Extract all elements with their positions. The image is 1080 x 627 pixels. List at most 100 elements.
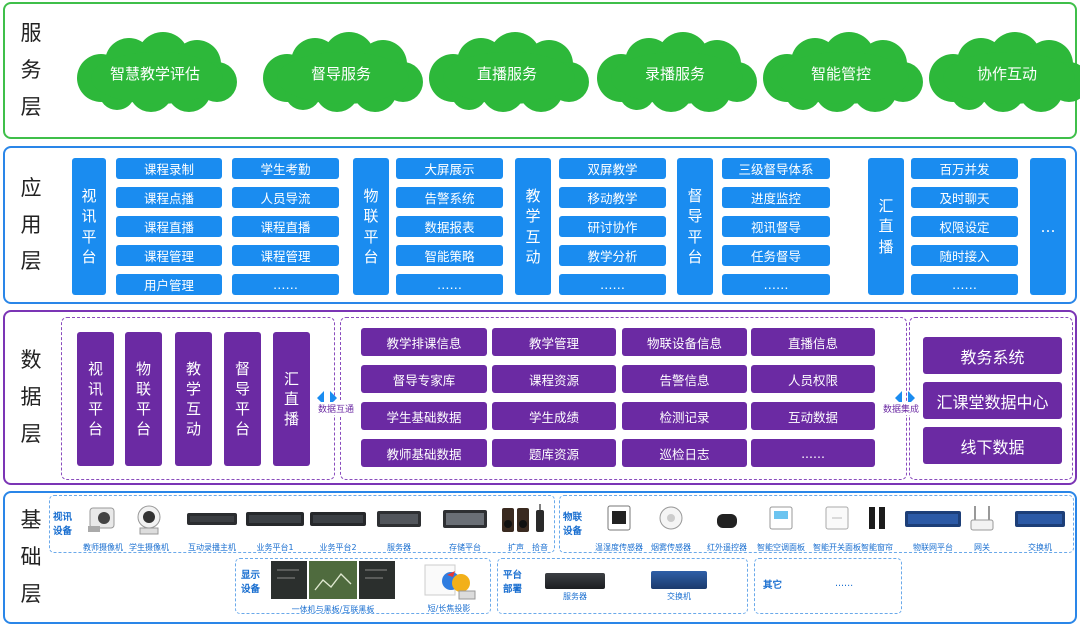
title-char: 台 [687, 247, 703, 266]
cloud-shape [77, 32, 237, 112]
app-feature-item: …… [722, 274, 830, 295]
service-cloud: 智能管控 [757, 32, 925, 114]
data-item: 物联设备信息 [622, 328, 747, 356]
ptz-camera-icon [132, 502, 166, 540]
cloud-label: 智慧教学评估 [109, 64, 200, 83]
app-feature-item: 课程直播 [232, 216, 339, 237]
camera-icon [86, 502, 120, 540]
heading-line: 物联 [563, 512, 583, 523]
device-caption: 拾音 [532, 543, 548, 552]
platform-char: 视 [87, 359, 103, 378]
title-char: 动 [525, 247, 541, 266]
app-feature-item: 移动教学 [559, 187, 666, 208]
app-feature-item: 随时接入 [911, 245, 1018, 266]
service-layer-label: 服 务 层 [5, 4, 57, 137]
title-char: 平 [81, 227, 97, 246]
data-item: 互动数据 [751, 402, 875, 430]
platform-char: 台 [135, 420, 151, 439]
display-devices-group [235, 558, 491, 614]
application-layer: 应 用 层 视讯平台课程录制课程点播课程直播课程管理用户管理学生考勤人员导流课程… [3, 146, 1077, 304]
platform-char: 台 [234, 420, 250, 439]
title-char: 平 [687, 227, 703, 246]
platform-char: 动 [185, 420, 201, 439]
data-item: ...... [751, 439, 875, 467]
other-group [754, 558, 902, 614]
cloud-label: 协作互动 [976, 64, 1037, 83]
device: 交换机 [1015, 502, 1065, 553]
other-heading: 其它 [763, 580, 783, 591]
cloud-shape [597, 32, 757, 112]
platform-char: 教 [185, 359, 201, 378]
cloud-shape [263, 32, 423, 112]
double-arrow-icon [895, 391, 915, 405]
microphone-icon [532, 502, 548, 540]
data-item: 人员权限 [751, 365, 875, 393]
curtain-motor-icon [862, 502, 892, 540]
server-icon [377, 502, 421, 540]
switch-icon [1015, 502, 1065, 540]
data-item: 课程资源 [492, 365, 616, 393]
device: 存储平台 [443, 502, 487, 553]
device-caption: 业务平台2 [319, 543, 357, 552]
label-char: 基 [20, 508, 42, 533]
switch-icon [651, 571, 707, 589]
platform-char: 物 [135, 359, 151, 378]
app-feature-item: 课程直播 [116, 216, 222, 237]
platform-char: 平 [87, 400, 103, 418]
app-platform-title: 教学互动 [515, 158, 551, 295]
device-caption: 智能窗帘 [861, 543, 893, 552]
data-item: 教学排课信息 [361, 328, 487, 356]
device-caption: 物联网平台 [913, 543, 953, 552]
speaker-icon [501, 502, 531, 540]
device-caption: 交换机 [667, 592, 691, 601]
iot-platform-icon [905, 502, 961, 540]
base-layer-label: 基 础 层 [5, 493, 57, 622]
title-char: 学 [525, 207, 541, 226]
projector-icon [424, 564, 476, 600]
device: 智能开关面板 [813, 502, 861, 553]
platform-char: 播 [283, 410, 299, 429]
smoke-sensor-icon [656, 502, 686, 540]
app-feature-item: 学生考勤 [232, 158, 339, 179]
switch-panel-icon [822, 502, 852, 540]
platform-char: 学 [185, 379, 201, 398]
app-more-box: … [1030, 158, 1066, 295]
heading-line: 设备 [53, 526, 73, 538]
video-devices-group [49, 495, 555, 553]
device: 教师摄像机 [83, 502, 123, 553]
heading-line: 部署 [503, 584, 523, 596]
device: 服务器 [377, 502, 421, 553]
device-caption: 智能空调面板 [757, 543, 805, 552]
app-feature-item: 及时聊天 [911, 187, 1018, 208]
service-cloud: 录播服务 [591, 32, 759, 114]
data-platform-box: 汇直播 [273, 332, 310, 466]
data-item: 教学管理 [492, 328, 616, 356]
data-grid-group [340, 317, 907, 480]
video-devices-heading: 视讯设备 [53, 511, 72, 540]
data-item: 检测记录 [622, 402, 747, 430]
device: 温湿度传感器 [595, 502, 643, 553]
data-layer: 数 据 层 视讯平台物联平台教学互动督导平台汇直播教学排课信息教学管理物联设备信… [3, 310, 1077, 485]
data-platform-box: 物联平台 [125, 332, 162, 466]
platform-char: 直 [283, 389, 299, 408]
heading-line: 平台 [503, 570, 523, 581]
device-caption: 温湿度传感器 [595, 543, 643, 552]
app-feature-item: 告警系统 [396, 187, 503, 208]
title-char: 导 [687, 207, 703, 226]
title-char: 联 [363, 207, 379, 226]
app-feature-item: 教学分析 [559, 245, 666, 266]
ac-panel-icon [766, 502, 796, 540]
platform-char: 台 [87, 420, 103, 439]
app-feature-item: 课程点播 [116, 187, 222, 208]
data-platform-box: 视讯平台 [77, 332, 114, 466]
title-char: 督 [687, 187, 703, 205]
data-item: 直播信息 [751, 328, 875, 356]
device-caption: 短/长焦投影 [427, 604, 471, 613]
data-layer-label: 数 据 层 [5, 312, 57, 483]
display-devices-heading: 显示设备 [241, 569, 260, 598]
data-item: 督导专家库 [361, 365, 487, 393]
cloud-label: 录播服务 [644, 64, 705, 83]
double-arrow-icon [317, 391, 337, 405]
cloud-label: 智能管控 [810, 64, 871, 83]
app-platform-title: 汇直播 [868, 158, 904, 295]
